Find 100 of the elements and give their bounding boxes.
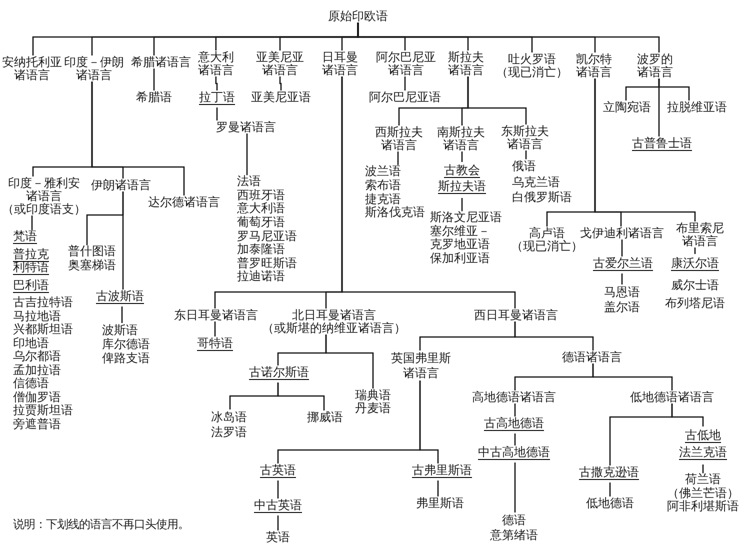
language-label: 波兰语	[365, 165, 401, 179]
language-label: 希腊语	[136, 90, 172, 104]
language-label: 库尔德语	[102, 337, 150, 351]
tree-connector	[658, 78, 660, 136]
language-label: 亚美尼亚语	[251, 90, 311, 104]
tree-connector	[397, 152, 399, 166]
language-label: 凯尔特诸语言	[575, 52, 613, 78]
language-label: 古吉拉特语	[13, 296, 73, 310]
language-label: 立陶宛语	[603, 100, 651, 114]
tree-connector	[419, 380, 439, 464]
language-label: 梵语	[13, 230, 37, 246]
tree-connector	[621, 240, 623, 256]
language-label: 高卢语	[529, 226, 565, 240]
language-label: 弗里斯语	[416, 496, 464, 510]
language-label: 保加利亚语	[430, 252, 490, 266]
language-label: 英国弗里斯诸语言	[390, 350, 452, 380]
language-label: 德语	[502, 512, 526, 528]
language-label: 塞尔维亚－克罗地亚语	[430, 224, 491, 252]
language-label: 高地德语诸语言	[472, 390, 556, 404]
language-label: 丹麦语	[355, 402, 391, 414]
tree-connector	[215, 76, 218, 90]
language-label: 北日耳曼诸语言	[292, 308, 376, 322]
parenthetical-note: （现已消亡）	[496, 66, 568, 78]
language-label: 普罗旺斯语	[237, 256, 297, 270]
language-label: 德语诸语言	[562, 350, 622, 364]
language-label: 西班牙语	[237, 188, 285, 202]
language-label: 索布语	[365, 178, 401, 193]
tree-connector	[702, 464, 704, 474]
root-label: 原始印欧语	[328, 10, 388, 22]
tree-connector	[592, 364, 673, 390]
language-label: 法语	[237, 175, 261, 189]
language-label: 东日耳曼诸语言	[174, 308, 258, 322]
language-label: 旁遮普语	[13, 418, 61, 432]
language-label: 印度－雅利安诸语言	[7, 176, 81, 202]
language-label: 马拉地语	[13, 310, 61, 323]
language-label: 伊朗诸语言	[91, 178, 151, 192]
language-label: 俄语	[512, 159, 536, 175]
language-label: 吐火罗语	[508, 52, 556, 66]
language-label: 罗曼诸语言	[216, 120, 276, 134]
tree-connector	[153, 68, 155, 90]
tree-connector	[467, 76, 527, 124]
language-label: 布里索尼诸语言	[675, 222, 726, 248]
tree-connector	[216, 108, 218, 120]
language-label: 斯洛文尼亚语	[430, 211, 502, 224]
language-label: 阿尔巴尼亚语	[369, 90, 441, 104]
language-label: 拉脱维亚语	[667, 100, 727, 114]
language-label: 斯拉夫诸语言	[447, 50, 485, 76]
tree-connector	[437, 480, 439, 496]
language-label: 哥特语	[197, 336, 233, 354]
tree-connector	[325, 334, 374, 388]
tree-connector	[246, 134, 248, 176]
language-label: 意第绪语	[490, 528, 538, 542]
language-label: 达尔德诸语言	[148, 196, 220, 208]
language-label: 捷克语	[365, 192, 401, 206]
tree-connector	[609, 404, 673, 466]
language-label: 古弗里斯语	[412, 464, 472, 480]
language-label: 普什图语	[68, 245, 116, 258]
language-label: 巴利语	[13, 278, 49, 294]
tree-connector	[514, 322, 594, 350]
language-label: 波斯语	[102, 323, 138, 337]
language-label: 中古英语	[254, 498, 302, 516]
language-label: 斯洛伐克语	[365, 206, 425, 220]
tree-connector	[277, 516, 279, 530]
tree-connector	[514, 404, 516, 416]
language-label: 罗马尼亚语	[237, 230, 297, 243]
language-label: 意大利语	[237, 202, 285, 216]
language-label: 古爱尔兰语	[593, 256, 653, 274]
language-label: 西日耳曼诸语言	[474, 308, 558, 322]
tree-connector	[91, 82, 185, 196]
language-label: 英语	[266, 530, 290, 544]
language-label: 古诺尔斯语	[249, 366, 309, 382]
language-label: 古低地法兰克语	[678, 426, 728, 464]
language-label: 冰岛语	[211, 410, 247, 424]
tree-connector	[214, 322, 216, 336]
tree-connector	[461, 198, 463, 212]
language-label: 乌克兰语	[512, 174, 560, 190]
language-label: 日耳曼诸语言	[321, 50, 359, 76]
tree-connector	[404, 76, 406, 90]
language-label: 印度－伊朗诸语言	[63, 56, 126, 82]
language-label: 布列塔尼语	[665, 295, 725, 312]
language-label: 拉迪诺语	[237, 270, 285, 284]
language-label: 中古高地德语	[478, 446, 550, 462]
language-label: 古英语	[260, 464, 296, 480]
language-label: 信德语	[13, 377, 49, 391]
language-label: 印地语	[13, 336, 49, 350]
language-label: 安纳托利亚诸语言	[1, 56, 64, 82]
tree-connector	[341, 76, 516, 308]
language-label: 南斯拉夫诸语言	[436, 126, 486, 152]
tree-connector	[694, 248, 696, 254]
language-label: 葡萄牙语	[237, 216, 285, 230]
language-label: 康沃尔语	[671, 255, 719, 272]
parenthetical-note: （佛兰芒语）	[667, 486, 739, 500]
language-label: 东斯拉夫诸语言	[500, 124, 550, 150]
language-label: 瑞典语	[355, 388, 391, 402]
tree-connector	[122, 192, 124, 290]
language-label: 挪威语	[307, 410, 343, 424]
language-label: 波罗的诸语言	[636, 52, 674, 78]
tree-connector	[514, 434, 516, 446]
tree-connector	[277, 480, 279, 498]
note-text: 说明：下划线的语言不再口头使用。	[13, 518, 189, 532]
